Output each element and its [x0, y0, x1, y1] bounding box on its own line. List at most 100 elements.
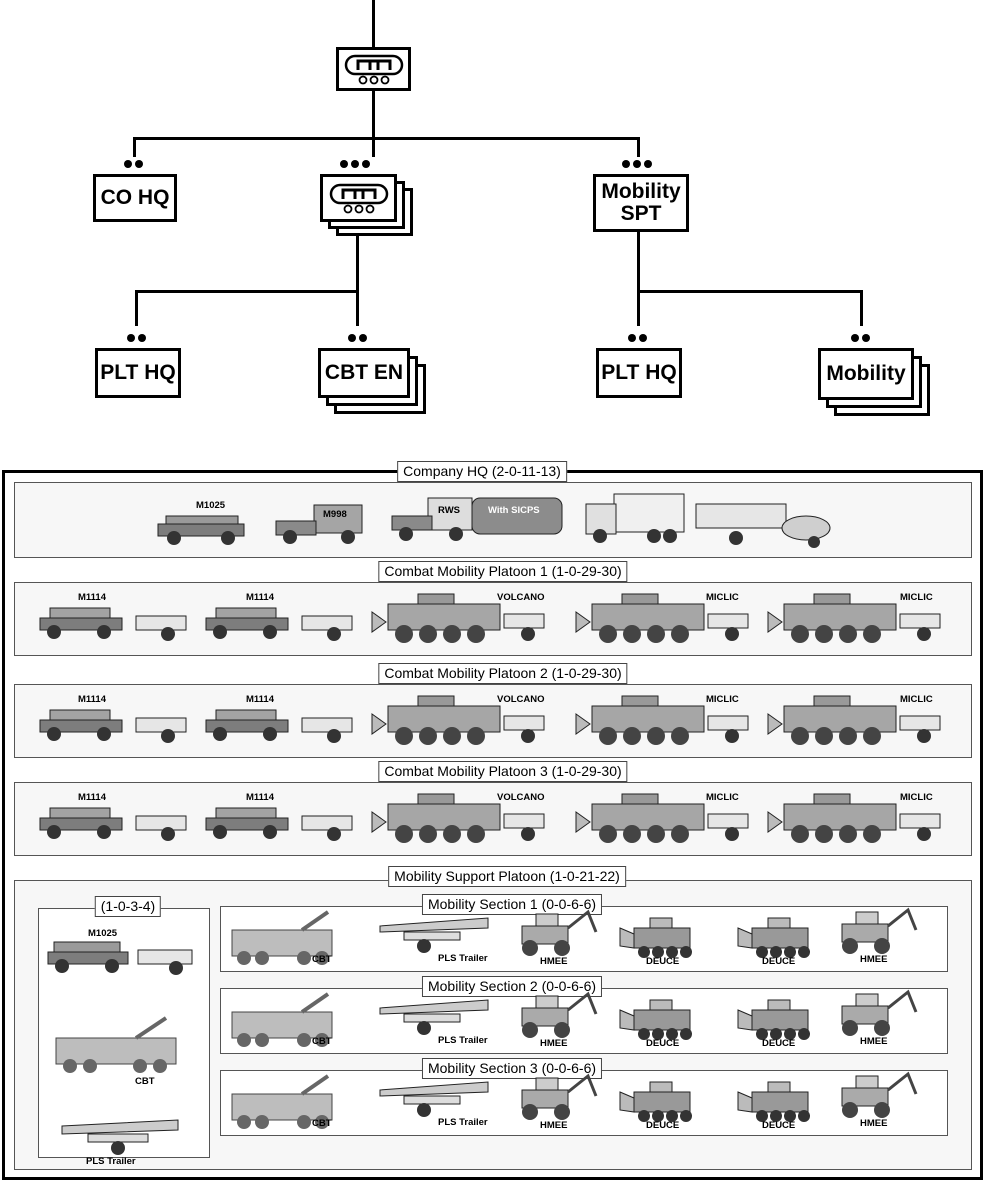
- m1114-label: M1114: [246, 694, 274, 705]
- mobility-spt-box: Mobility SPT: [593, 174, 689, 232]
- mobility-box: Mobility: [818, 348, 914, 400]
- support-m1025-label: M1025: [88, 928, 118, 939]
- co-hq-box: CO HQ: [93, 174, 177, 222]
- volcano-label: VOLCANO: [497, 792, 545, 803]
- hmee-icon: [521, 991, 598, 1038]
- cbt-en-stack: CBT EN: [318, 348, 428, 416]
- deuce-icon: [737, 1081, 810, 1122]
- hmee-label: HMEE: [540, 1120, 568, 1131]
- section-label: Mobility Section 3 (0-0-6-6): [421, 1058, 603, 1079]
- pls-trailer-label: PLS Trailer: [438, 953, 488, 964]
- humvee-icon: [157, 515, 245, 545]
- mobility-stack: Mobility: [818, 348, 934, 420]
- connector-line: [135, 290, 359, 293]
- miclic-label: MICLIC: [706, 592, 739, 603]
- deuce-icon: [619, 1081, 692, 1122]
- m1114-label: M1114: [78, 694, 106, 705]
- deuce-label: DEUCE: [762, 956, 796, 967]
- volcano-stryker-icon: [371, 695, 545, 745]
- support-pls-label: PLS Trailer: [86, 1156, 136, 1167]
- miclic-stryker-icon: [575, 695, 749, 745]
- m1114-label: M1114: [78, 792, 106, 803]
- pls-trailer-icon: [379, 999, 489, 1035]
- echelon-dots: [340, 160, 370, 168]
- hmee-icon: [841, 989, 918, 1036]
- volcano-stryker-icon: [371, 593, 545, 643]
- miclic-label: MICLIC: [706, 792, 739, 803]
- cargo-truck-icon: [585, 493, 685, 543]
- m1114-label: M1114: [246, 592, 274, 603]
- miclic-label: MICLIC: [706, 694, 739, 705]
- cbt-truck-icon: [55, 1016, 177, 1073]
- deuce-icon: [737, 917, 810, 958]
- hmee-label: HMEE: [860, 1118, 888, 1129]
- support-cbt-label: CBT: [135, 1076, 155, 1087]
- plt-hq-right-box: PLT HQ: [596, 348, 682, 398]
- hmee-label: HMEE: [860, 954, 888, 965]
- m1114-label: M1114: [246, 792, 274, 803]
- water-trailer-icon: [695, 503, 831, 548]
- platoon-label: Combat Mobility Platoon 1 (1-0-29-30): [378, 561, 628, 582]
- platoon-label: Combat Mobility Platoon 2 (1-0-29-30): [378, 663, 628, 684]
- cbt-label: CBT: [312, 1036, 332, 1047]
- m1114-humvee-icon: [205, 709, 353, 743]
- miclic-label: MICLIC: [900, 792, 933, 803]
- m1114-humvee-icon: [205, 807, 353, 841]
- m998-truck-icon: [275, 504, 363, 544]
- echelon-dots: [851, 334, 870, 342]
- rws-label: RWS: [438, 505, 460, 516]
- connector-line: [372, 137, 375, 157]
- m1114-humvee-icon: [205, 607, 353, 641]
- connector-line: [637, 230, 640, 326]
- cbt-truck-icon: [231, 910, 333, 965]
- rws-truck-icon: [391, 497, 563, 541]
- hmee-label: HMEE: [540, 956, 568, 967]
- engineer-symbol-icon: [344, 54, 404, 85]
- cbt-en-label: CBT EN: [324, 360, 404, 384]
- plt-hq-left-box: PLT HQ: [95, 348, 181, 398]
- cbt-truck-icon: [231, 992, 333, 1047]
- mobility-label: Mobility: [826, 361, 906, 385]
- co-hq-label: CO HQ: [100, 185, 170, 209]
- section-label: Mobility Section 2 (0-0-6-6): [421, 976, 603, 997]
- deuce-label: DEUCE: [646, 1120, 680, 1131]
- deuce-icon: [737, 999, 810, 1040]
- hmee-label: HMEE: [860, 1036, 888, 1047]
- plt-hq-right-label: PLT HQ: [601, 360, 677, 384]
- platoon-symbol-stack: [320, 174, 416, 238]
- miclic-stryker-icon: [575, 593, 749, 643]
- sicps-label: With SICPS: [488, 505, 540, 516]
- hmee-icon: [841, 1071, 918, 1118]
- connector-line: [356, 230, 359, 292]
- pls-trailer-icon: [61, 1119, 179, 1155]
- deuce-icon: [619, 999, 692, 1040]
- echelon-dots: [628, 334, 647, 342]
- cbt-label: CBT: [312, 954, 332, 965]
- echelon-dots: [348, 334, 367, 342]
- cbt-truck-icon: [231, 1074, 333, 1129]
- connector-line: [637, 137, 640, 157]
- connector-line: [356, 290, 359, 326]
- pls-trailer-label: PLS Trailer: [438, 1117, 488, 1128]
- echelon-dots: [127, 334, 146, 342]
- battalion-symbol-box: [336, 47, 411, 91]
- hmee-icon: [521, 909, 598, 956]
- hmee-label: HMEE: [540, 1038, 568, 1049]
- connector-line: [135, 290, 138, 326]
- cbt-en-box: CBT EN: [318, 348, 410, 398]
- engineer-symbol-icon: [329, 183, 389, 214]
- m1114-humvee-icon: [39, 807, 187, 841]
- miclic-label: MICLIC: [900, 694, 933, 705]
- deuce-label: DEUCE: [646, 1038, 680, 1049]
- connector-line: [637, 290, 863, 293]
- pls-trailer-icon: [379, 1081, 489, 1117]
- hmee-icon: [521, 1073, 598, 1120]
- miclic-stryker-icon: [767, 695, 941, 745]
- volcano-label: VOLCANO: [497, 694, 545, 705]
- platoon-label: Combat Mobility Platoon 3 (1-0-29-30): [378, 761, 628, 782]
- m1025-label: M1025: [196, 500, 226, 511]
- connector-line: [860, 290, 863, 326]
- m1114-humvee-icon: [39, 709, 187, 743]
- deuce-label: DEUCE: [762, 1038, 796, 1049]
- miclic-stryker-icon: [767, 793, 941, 843]
